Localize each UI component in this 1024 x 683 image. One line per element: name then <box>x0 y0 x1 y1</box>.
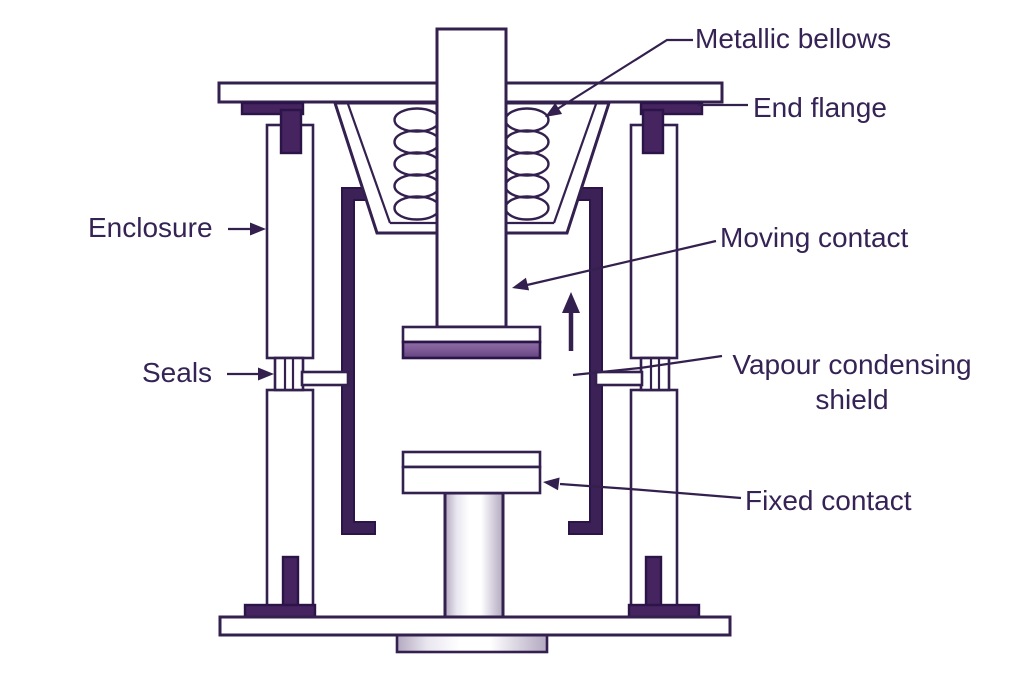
seal-right <box>639 356 671 392</box>
base-mount-left <box>243 555 317 619</box>
vapour-shield-left-wall <box>341 187 376 535</box>
enclosure-right-upper <box>629 123 679 360</box>
up-arrow-icon <box>562 292 580 351</box>
seal-support-bar-left <box>300 370 350 387</box>
enclosure-left-upper <box>265 123 315 360</box>
leader-vapour-shield <box>572 354 723 377</box>
leader-moving-contact <box>512 239 717 291</box>
fixed-contact <box>401 450 542 495</box>
seal-left <box>273 356 305 392</box>
seal-support-bar-right <box>594 370 644 387</box>
label-seals: Seals <box>142 357 212 388</box>
label-metallic-bellows: Metallic bellows <box>695 23 891 54</box>
fixed-contact-stem <box>443 491 505 641</box>
leader-metallic-bellows <box>545 38 693 117</box>
base-plate <box>218 615 732 637</box>
label-vapour-shield-line1: Vapour condensing <box>732 349 971 380</box>
label-fixed-contact: Fixed contact <box>745 485 912 516</box>
label-enclosure: Enclosure <box>88 212 213 243</box>
vapour-shield-right-wall <box>568 187 603 535</box>
leader-seals <box>227 367 274 381</box>
label-end-flange: End flange <box>753 92 887 123</box>
leader-enclosure <box>228 222 266 236</box>
label-moving-contact: Moving contact <box>720 222 909 253</box>
bottom-stem-flange <box>395 633 549 654</box>
moving-contact-rod <box>435 27 508 329</box>
moving-contact <box>401 325 542 360</box>
flange-clamp-left <box>240 101 305 155</box>
flange-clamp-right <box>639 101 704 155</box>
leader-fixed-contact <box>543 477 742 500</box>
label-vapour-shield-line2: shield <box>815 384 888 415</box>
